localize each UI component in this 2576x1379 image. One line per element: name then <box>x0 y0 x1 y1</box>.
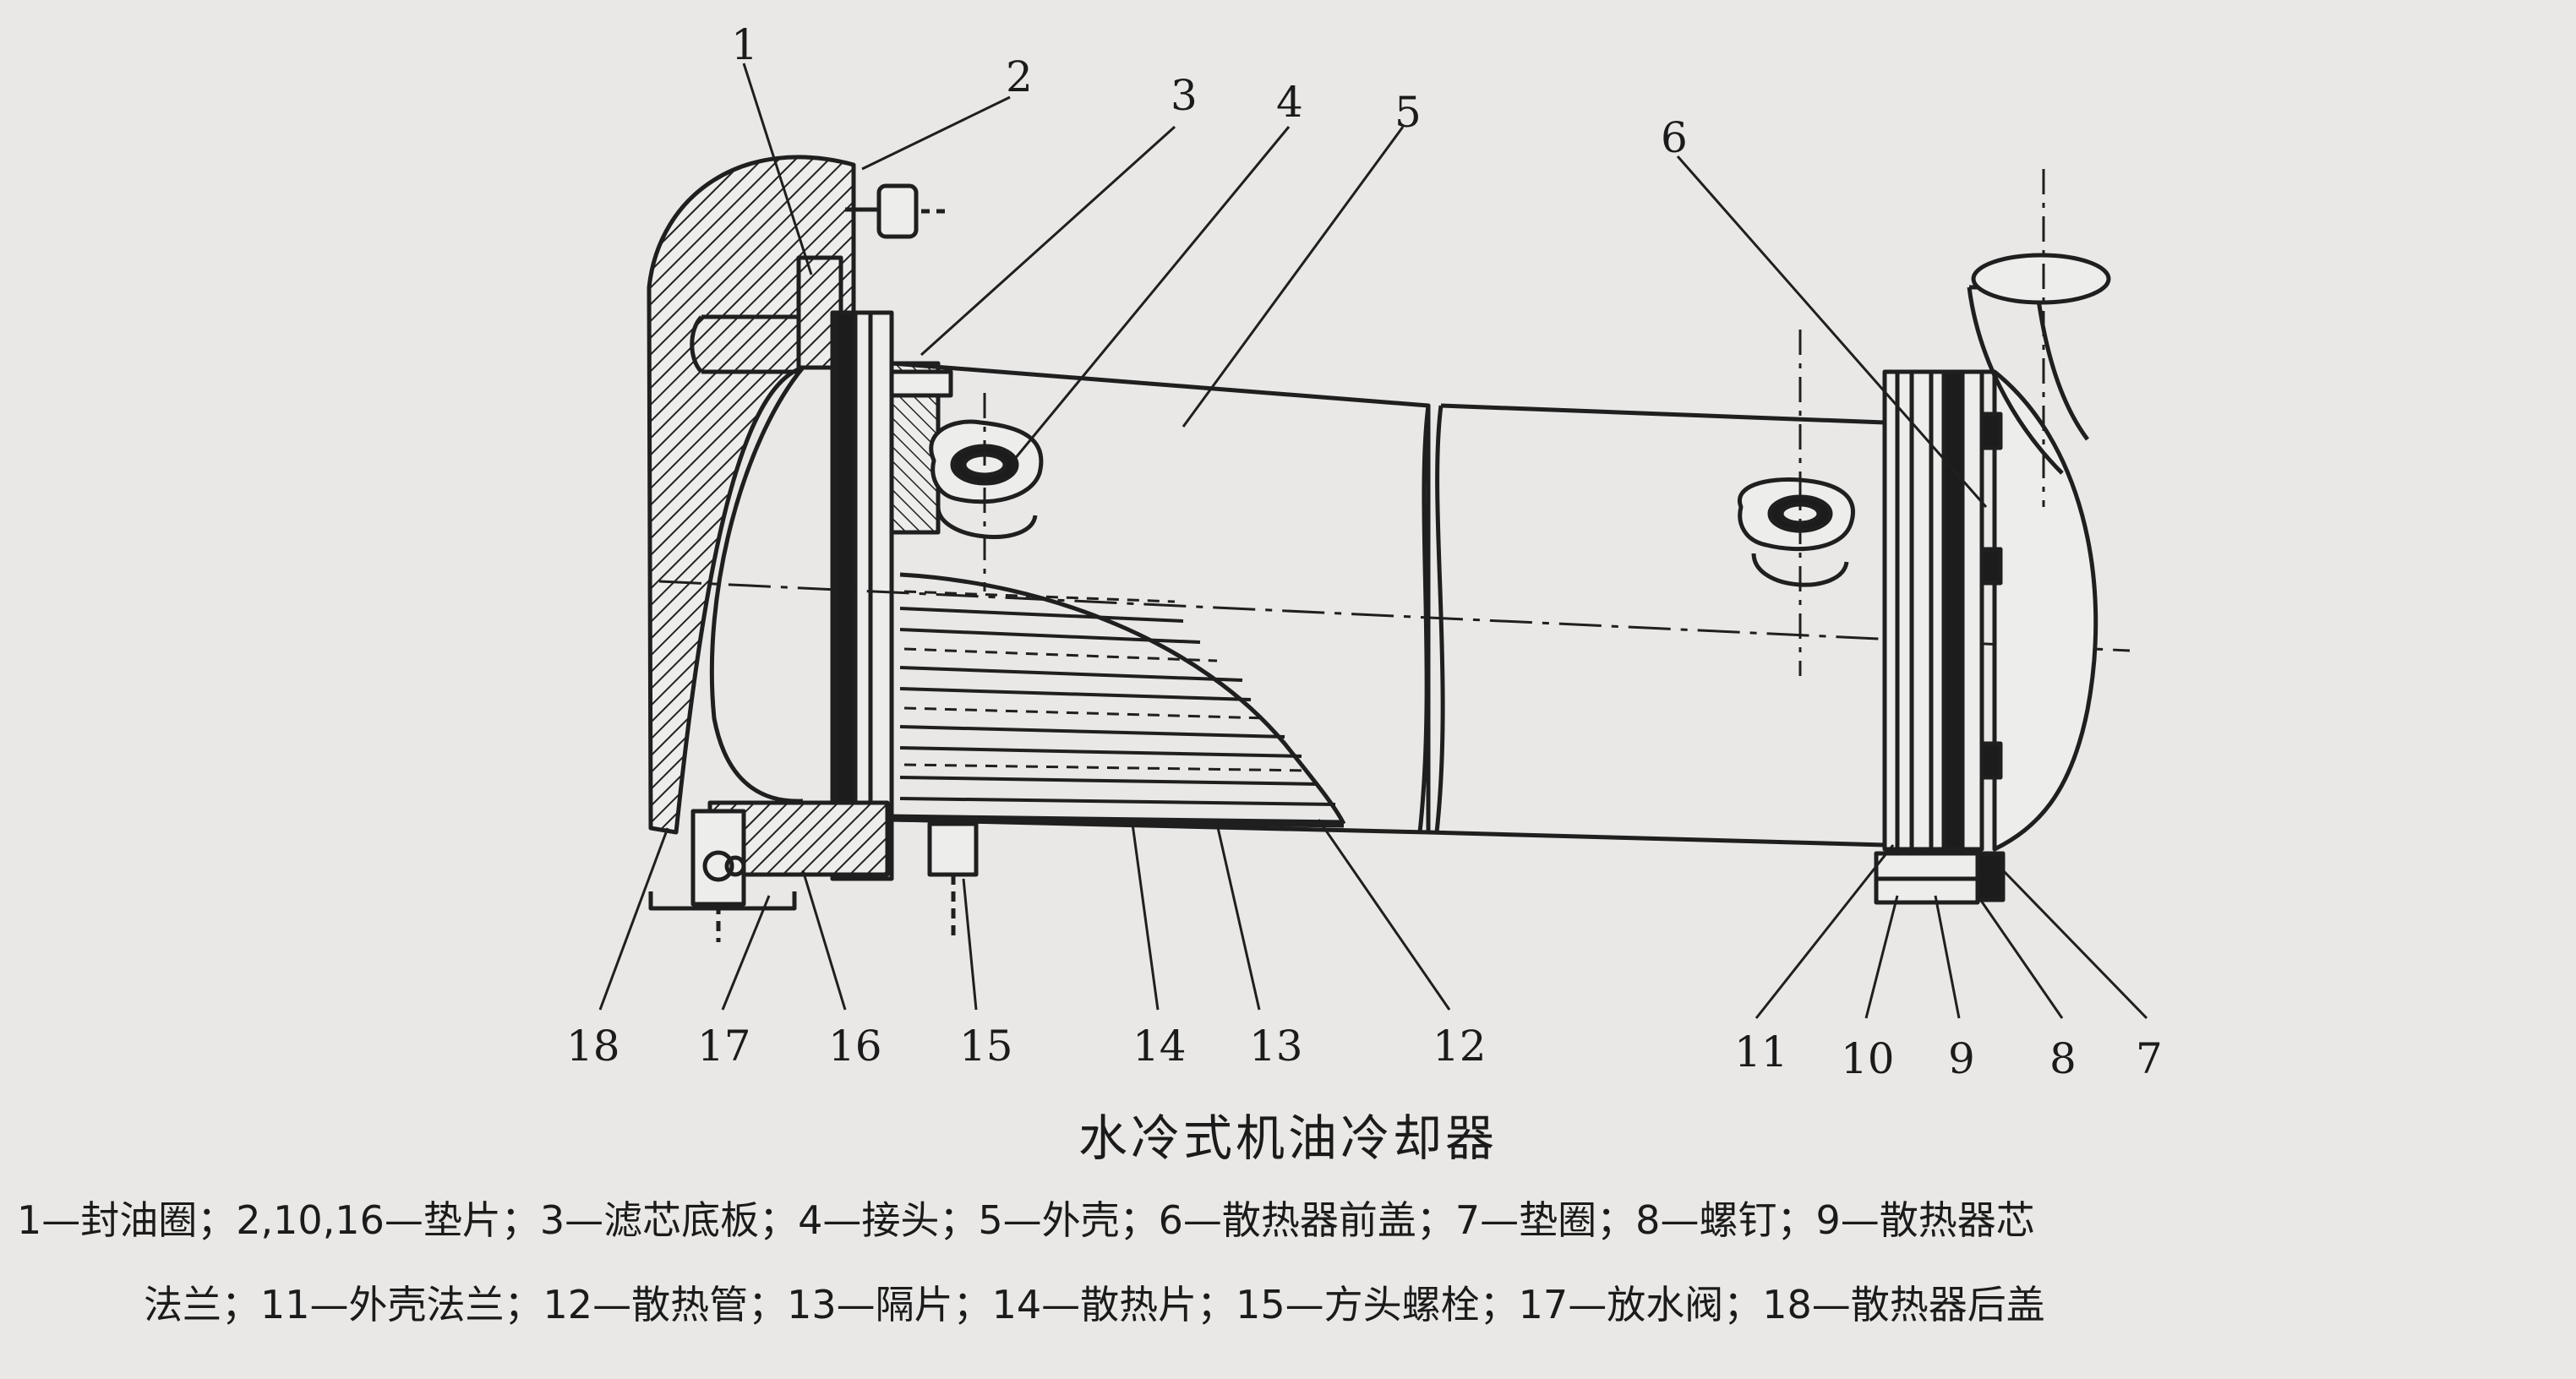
callout-labels: 1 2 3 4 5 6 7 8 9 10 11 12 13 14 15 16 1… <box>566 20 2163 1083</box>
rear-cover-bulge <box>709 366 805 804</box>
bottom-tube-wall <box>887 814 1345 828</box>
callout-7: 7 <box>2136 1034 2163 1083</box>
callout-8: 8 <box>2049 1034 2077 1083</box>
callout-5: 5 <box>1394 88 1422 137</box>
right-connector <box>1737 477 1855 587</box>
centerline <box>658 580 2131 652</box>
cooling-tubes <box>899 607 1336 806</box>
front-cover <box>1992 369 2098 852</box>
callout-4: 4 <box>1276 78 1303 127</box>
callout-12: 12 <box>1433 1022 1487 1071</box>
callout-1: 1 <box>731 20 758 69</box>
callout-17: 17 <box>697 1022 751 1071</box>
callout-11: 11 <box>1734 1027 1788 1076</box>
outer-shell-break-right <box>1434 405 1445 833</box>
leader-lines <box>598 63 2148 1020</box>
callout-16: 16 <box>828 1022 882 1071</box>
left-connector <box>929 419 1044 539</box>
legend-line-2: 法兰；11—外壳法兰；12—散热管；13—隔片；14—散热片；15—方头螺栓；1… <box>144 1282 2045 1327</box>
callout-9: 9 <box>1948 1034 1975 1083</box>
callout-18: 18 <box>566 1022 620 1071</box>
square-bolt <box>927 821 979 877</box>
gasket-10 <box>1941 369 1965 852</box>
callout-14: 14 <box>1132 1022 1187 1071</box>
cover-bolt-head <box>876 183 919 239</box>
callout-2: 2 <box>1006 52 1033 101</box>
shell-flange <box>1882 369 1934 852</box>
cooling-fins <box>903 590 1311 772</box>
gasket-16 <box>834 310 858 881</box>
outer-shell-left <box>891 361 1431 835</box>
callout-10: 10 <box>1841 1034 1895 1083</box>
callout-15: 15 <box>959 1022 1013 1071</box>
cutaway-boundary <box>899 572 1346 826</box>
legend-line-1: 1—封油圈；2,10,16—垫片；3—滤芯底板；4—接头；5—外壳；6—散热器前… <box>17 1197 2035 1243</box>
front-outlet-mouth <box>1971 253 2111 305</box>
callout-13: 13 <box>1249 1022 1303 1071</box>
rear-pipe <box>690 314 799 374</box>
outer-shell-break-left <box>1417 405 1431 833</box>
outer-shell-right <box>1427 403 1887 848</box>
callout-6: 6 <box>1661 113 1688 162</box>
callout-3: 3 <box>1171 71 1198 120</box>
figure-title: 水冷式机油冷却器 <box>1078 1109 1498 1167</box>
